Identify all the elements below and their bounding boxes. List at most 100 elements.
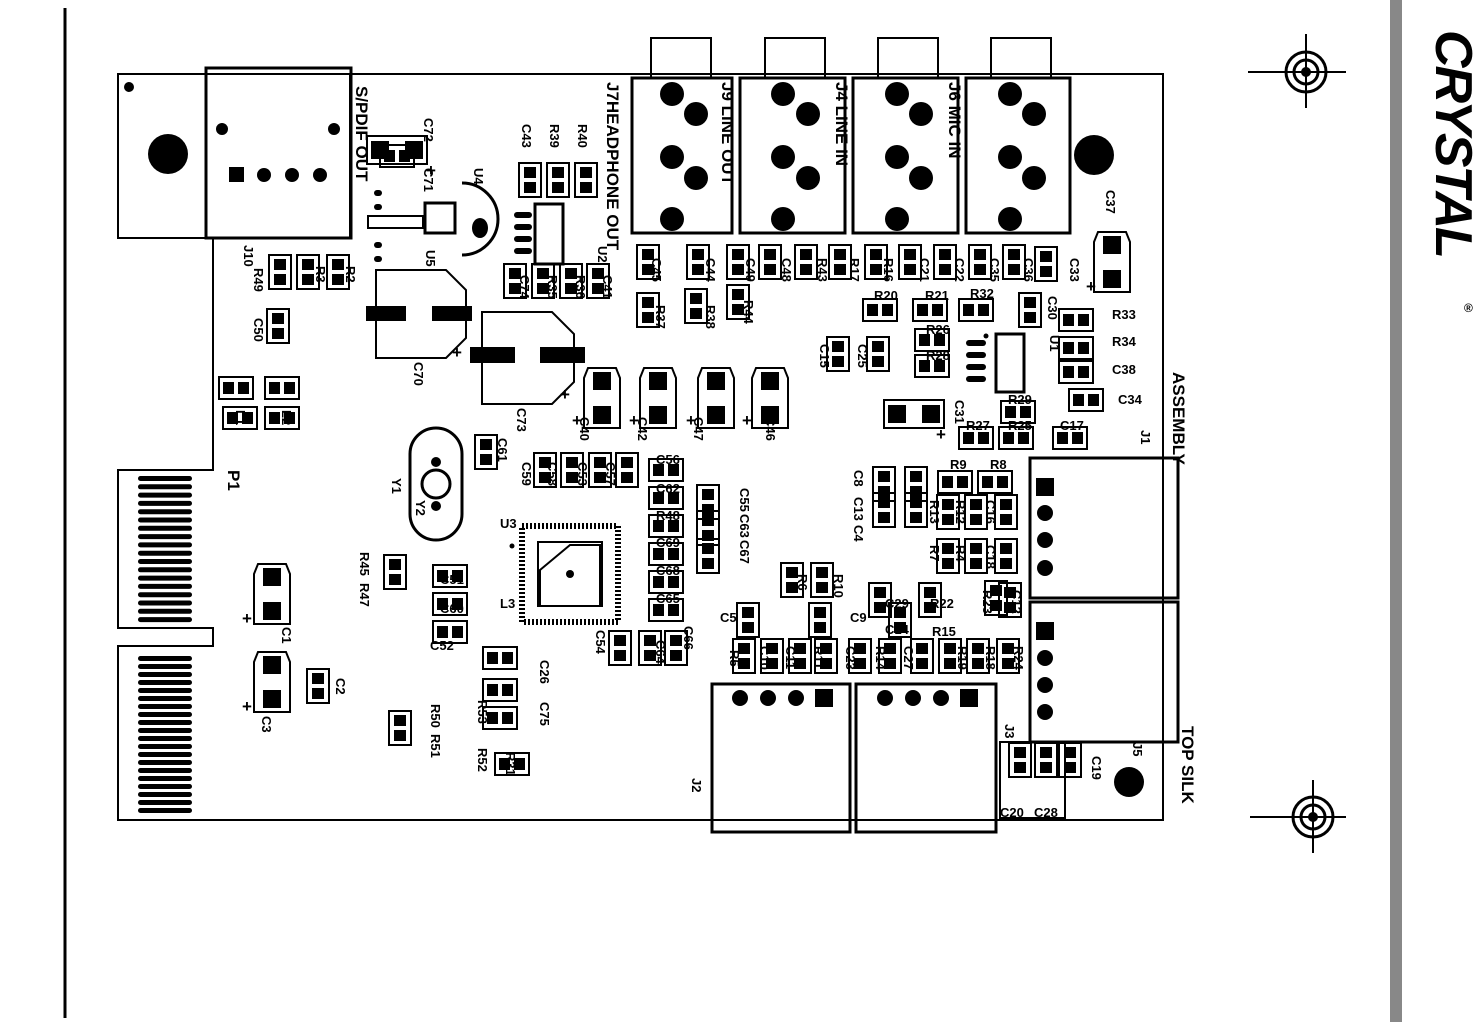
edge-finger (138, 680, 192, 685)
edge-finger (138, 672, 192, 677)
smd-pad-pair (648, 542, 684, 566)
smd-pad-pair (222, 406, 258, 430)
label-c29: C29 (885, 596, 909, 611)
label-c27: C27 (901, 646, 916, 670)
smd-pad-pair (868, 582, 892, 618)
edge-finger (138, 792, 192, 797)
smd-pad-pair (904, 466, 928, 502)
ic-u1: U1 (983, 332, 1062, 394)
label-c56: C56 (656, 452, 680, 467)
label-c9: C9 (850, 610, 867, 625)
edge-finger (138, 728, 192, 733)
label-l3: L3 (500, 596, 515, 611)
tantalum-capacitor (253, 563, 291, 625)
smd-pad-pair (936, 494, 960, 530)
label-c11: C11 (783, 646, 798, 669)
edge-finger (138, 583, 192, 589)
edge-finger (138, 704, 192, 709)
svg-text:J9 LINE OUT: J9 LINE OUT (718, 82, 737, 186)
smd-pad-pair (531, 263, 555, 299)
edge-finger (138, 712, 192, 717)
label-r27: R27 (966, 418, 990, 433)
svg-text:+: + (560, 385, 570, 404)
registration-mark-top (1248, 34, 1346, 108)
svg-text:S/PDIF OUT: S/PDIF OUT (352, 86, 371, 182)
smd-pad-pair (296, 254, 320, 290)
label-r24: R24 (1011, 646, 1026, 671)
smd-pad-pair (648, 458, 684, 482)
label-l1: L1 (233, 410, 248, 425)
smd-pad-pair (912, 298, 948, 322)
label-c10: C10 (757, 646, 772, 670)
svg-text:+: + (742, 411, 752, 430)
svg-text:U4: U4 (471, 168, 486, 185)
svg-text:J3: J3 (1002, 724, 1017, 738)
edge-finger (138, 525, 192, 531)
smd-pad-pair (848, 638, 872, 674)
label-r19: R19 (955, 646, 970, 670)
smd-pad-pair (758, 244, 782, 280)
label-c35: C35 (987, 258, 1002, 282)
label-r53: R53 (475, 700, 490, 724)
tantalum-capacitor (366, 135, 428, 165)
smd-pad-pair (648, 598, 684, 622)
component-designators: C72 C71 C43 R39 R40 R49 R3 R2 C50 C74 R3… (233, 118, 1143, 820)
edge-finger (138, 534, 192, 540)
smd-pad-pair (388, 710, 412, 746)
edge-finger (138, 600, 192, 606)
label-r18: R18 (983, 646, 998, 670)
edge-finger (138, 550, 192, 556)
smd-pad-pair (482, 646, 518, 670)
label-r14: R14 (873, 646, 888, 671)
tantalum-capacitor (583, 367, 621, 429)
label-c3: C3 (259, 716, 274, 733)
smd-pad-pair (696, 538, 720, 574)
tantalum-capacitor (253, 651, 291, 713)
label-r13: R13 (927, 500, 942, 524)
svg-text:U2: U2 (595, 246, 610, 263)
smd-pad-pair (808, 602, 832, 638)
label-r15: R15 (932, 624, 956, 639)
svg-text:U5: U5 (423, 250, 438, 267)
label-r33: R33 (1112, 307, 1136, 322)
tantalum-capacitor (751, 367, 789, 429)
polarity-markers: + + + + + + + + + (242, 161, 1096, 716)
smd-pad-pair (432, 564, 468, 588)
smd-pad-pair (968, 244, 992, 280)
ic-pin (514, 212, 532, 218)
smd-pad-pair (918, 582, 942, 618)
label-c55: C55 (737, 488, 752, 512)
smd-pad-pair (574, 162, 598, 198)
svg-text:CRYSTAL: CRYSTAL (1424, 30, 1476, 257)
edge-finger (138, 664, 192, 669)
edge-finger (138, 768, 192, 773)
label-c54: C54 (593, 630, 608, 655)
smd-pad-pair (264, 406, 300, 430)
label-c60: C60 (440, 601, 464, 616)
ic-pin (966, 376, 986, 382)
edge-finger (138, 744, 192, 749)
smd-pad-pair (898, 244, 922, 280)
edge-finger (138, 575, 192, 581)
label-c57: C57 (603, 462, 618, 486)
label-c69: C69 (656, 535, 680, 550)
smd-pad-pair (994, 538, 1018, 574)
ic-pin (514, 224, 532, 230)
svg-text:J7HEADPHONE OUT: J7HEADPHONE OUT (603, 82, 622, 251)
label-c74: C74 (517, 275, 532, 300)
label-r3: R3 (313, 266, 328, 283)
label-c41: C41 (600, 275, 615, 299)
label-r34: R34 (1112, 334, 1137, 349)
smd-pad-pair (977, 470, 1013, 494)
label-c38: C38 (1112, 362, 1136, 377)
edge-finger (138, 720, 192, 725)
label-r8: R8 (990, 457, 1007, 472)
label-c63: C63 (737, 514, 752, 538)
label-c17: C17 (1060, 418, 1084, 433)
label-c14: C14 (885, 622, 910, 637)
svg-text:+: + (452, 343, 462, 362)
svg-text:C70: C70 (411, 362, 426, 386)
svg-text:J1: J1 (1138, 430, 1153, 444)
smd-pad-pair (518, 162, 542, 198)
label-c49: C49 (743, 258, 758, 282)
